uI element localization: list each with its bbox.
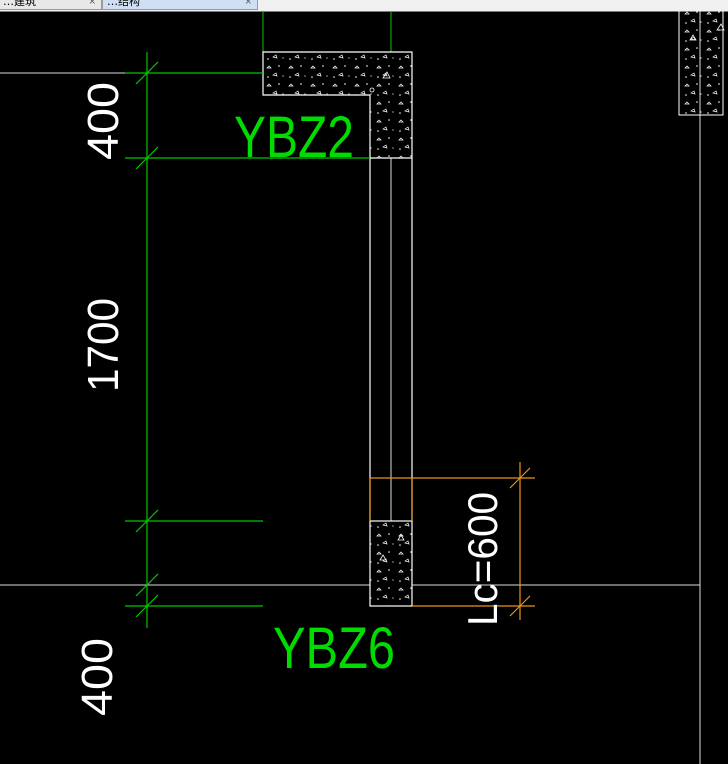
tab-architecture[interactable]: …建筑 × [0,0,102,10]
green-guide-lines [262,11,392,52]
dimension-text-middle: 1700 [79,298,128,392]
tab-strip: …建筑 × …结构 × [0,0,728,12]
close-icon[interactable]: × [88,0,95,7]
lc-text: Lc=600 [459,492,506,626]
lc-dimension [369,462,535,620]
tab-label: …结构 [107,0,140,8]
right-edge-member [678,11,725,116]
wall-segment[interactable] [369,158,413,521]
drawing-labels: YBZ2 YBZ6 400 1700 400 Lc=600 [73,82,506,716]
dimension-text-top: 400 [79,82,128,160]
ybz6-column[interactable] [369,520,413,607]
drawing-canvas[interactable]: YBZ2 YBZ6 400 1700 400 Lc=600 [0,11,728,764]
tab-label: …建筑 [3,0,36,8]
label-ybz6[interactable]: YBZ6 [273,616,395,681]
close-icon[interactable]: × [244,0,251,7]
dimension-text-bottom: 400 [73,638,122,716]
dimension-chain [125,52,370,628]
tab-structure[interactable]: …结构 × [102,0,258,10]
label-ybz2[interactable]: YBZ2 [234,105,354,170]
